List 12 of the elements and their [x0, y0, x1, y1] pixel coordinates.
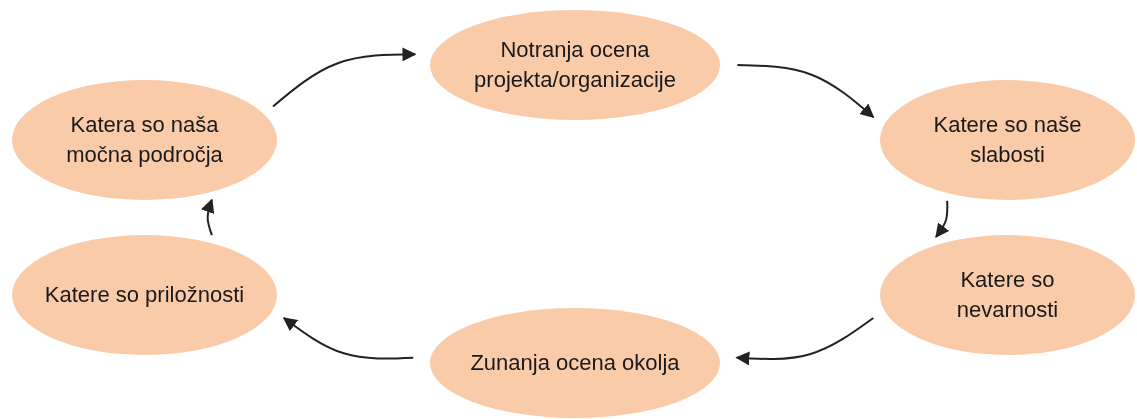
arrow	[272, 47, 417, 108]
arrow	[201, 198, 215, 237]
node-text: Notranja ocena projekta/organizacije	[473, 36, 677, 94]
node-text: Zunanja ocena okolja	[470, 349, 680, 378]
node-text: Katere so nevarnosti	[955, 266, 1060, 324]
node-text: Katera so naša močna področja	[65, 111, 224, 169]
arrow	[935, 199, 950, 238]
node-text: Katere so priložnosti	[44, 281, 245, 310]
node-text: Katere so naše slabosti	[932, 111, 1083, 169]
arrow	[735, 317, 875, 366]
arrow	[736, 64, 875, 118]
arrow	[282, 317, 415, 360]
